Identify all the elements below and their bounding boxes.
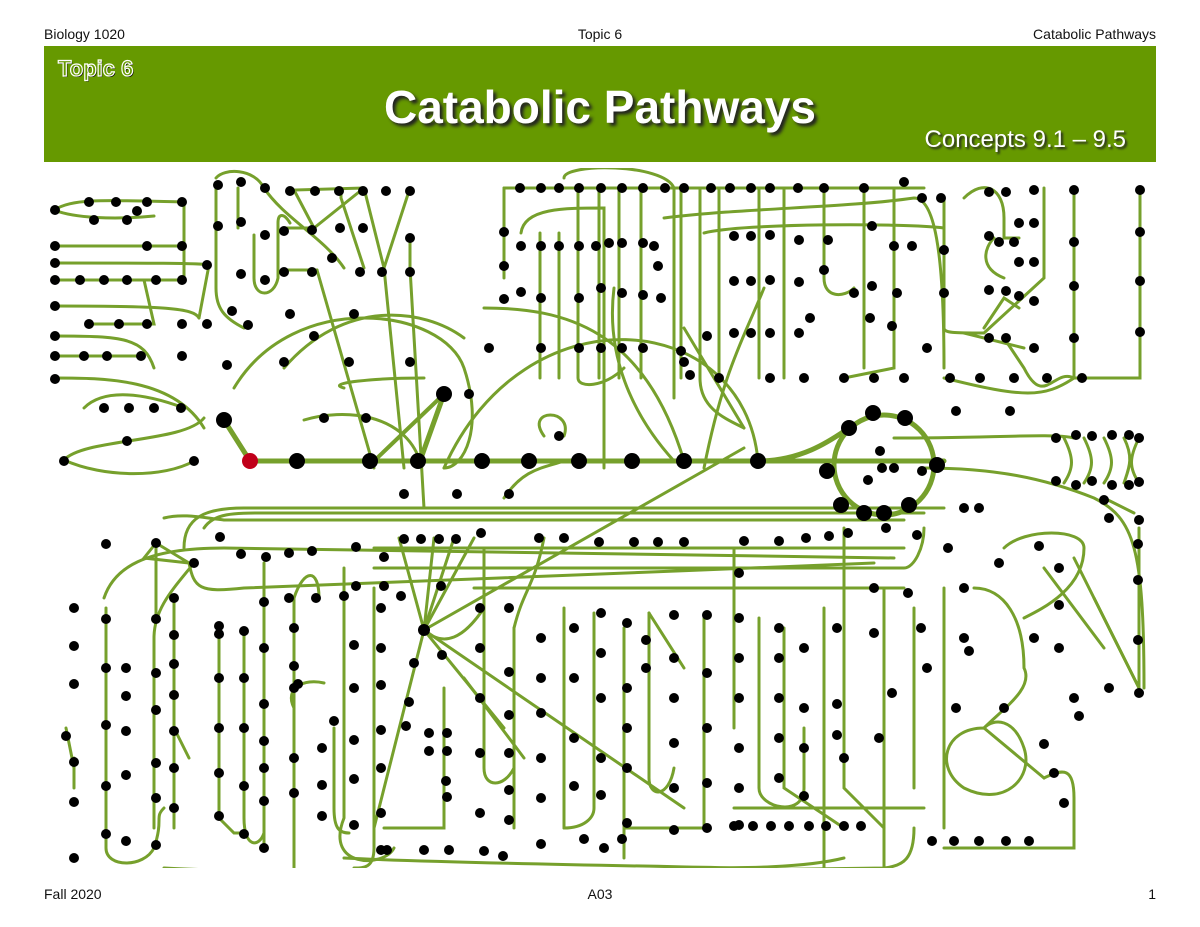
highlighted-node xyxy=(242,453,258,469)
footer-section: A03 xyxy=(587,886,613,902)
metabolic-network-diagram xyxy=(50,168,1146,868)
topic-label: Topic 6 xyxy=(57,55,134,81)
page-title: Catabolic Pathways xyxy=(383,81,817,133)
footer-term: Fall 2020 xyxy=(44,886,102,902)
header-course: Biology 1020 xyxy=(44,26,125,42)
page-number: 1 xyxy=(1148,886,1156,902)
header-topic: Topic 6 xyxy=(577,26,623,42)
concepts-subtitle: Concepts 9.1 – 9.5 xyxy=(924,126,1126,153)
header-title: Catabolic Pathways xyxy=(1033,26,1156,42)
title-banner: Topic 6 Catabolic Pathways Concepts 9.1 … xyxy=(44,46,1156,162)
